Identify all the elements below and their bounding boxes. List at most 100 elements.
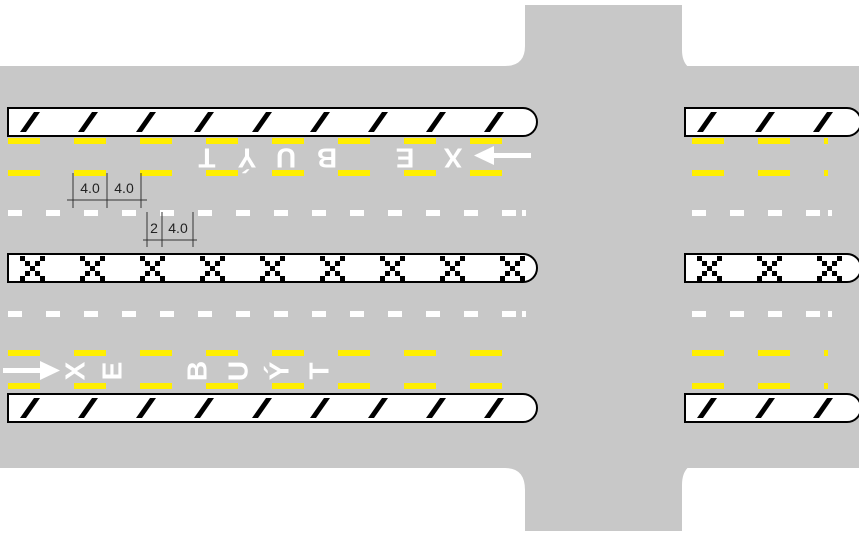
yellow-line-bottom-1-right — [692, 350, 828, 356]
lane-dash — [84, 311, 98, 317]
lane-dash — [206, 138, 238, 144]
lane-dash — [692, 170, 724, 176]
median-cross-mark — [85, 271, 90, 276]
median-cross-mark — [717, 256, 722, 261]
lane-dash — [140, 383, 172, 389]
lower-letter-b: B — [181, 361, 212, 381]
lane-dash — [198, 210, 212, 216]
upper-letter-y: Ý — [237, 143, 256, 174]
median-cross-mark — [380, 276, 385, 281]
lane-dash — [198, 311, 212, 317]
median-cross-mark — [827, 266, 832, 271]
median-hatch-mark — [368, 398, 388, 418]
dimension-label-dash-gap: 4.0 — [114, 180, 134, 196]
lane-dash — [758, 383, 790, 389]
median-cross-mark — [335, 271, 340, 276]
median-cross-mark — [837, 276, 842, 281]
median-cross-mark — [325, 261, 330, 266]
median-cross-mark — [510, 266, 515, 271]
median-strips — [7, 107, 859, 423]
median-cross-mark — [210, 266, 215, 271]
median-cross-mark — [220, 256, 225, 261]
median-cross-mark — [515, 271, 520, 276]
lane-dash — [824, 138, 828, 144]
median-cross-mark — [335, 261, 340, 266]
lane-dash — [768, 311, 782, 317]
median-cross-mark — [500, 276, 505, 281]
median-cross-mark — [325, 271, 330, 276]
median-cross-mark — [697, 276, 702, 281]
median-cross-mark — [80, 256, 85, 261]
median-cross-mark — [200, 256, 205, 261]
lane-dash — [692, 311, 706, 317]
median-cross-mark — [265, 261, 270, 266]
yellow-line-top-2-right — [692, 170, 828, 176]
lane-dash — [404, 383, 436, 389]
median-cross-mark — [757, 276, 762, 281]
median-bottom-left — [7, 393, 538, 423]
median-cross-mark — [380, 256, 385, 261]
lane-dash — [206, 170, 238, 176]
median-cross-mark — [85, 261, 90, 266]
median-hatch-mark — [426, 398, 446, 418]
lane-dash — [824, 383, 828, 389]
lane-dash — [692, 350, 724, 356]
yellow-line-bottom-2-right — [692, 383, 828, 389]
lower-letter-x: X — [59, 361, 90, 380]
lane-dash — [388, 210, 402, 216]
median-cross-mark — [40, 276, 45, 281]
median-cross-mark — [270, 266, 275, 271]
median-cross-mark — [340, 256, 345, 261]
lane-dash — [404, 350, 436, 356]
median-cross-mark — [95, 271, 100, 276]
median-cross-mark — [505, 261, 510, 266]
median-cross-mark — [215, 271, 220, 276]
lane-dash — [692, 383, 724, 389]
median-cross-mark — [460, 256, 465, 261]
median-cross-mark — [275, 261, 280, 266]
median-hatch-mark — [20, 398, 40, 418]
lane-dash — [730, 210, 744, 216]
lane-dash — [768, 210, 782, 216]
median-hatch-mark — [310, 112, 330, 132]
median-cross-mark — [712, 261, 717, 266]
lane-dash — [74, 383, 106, 389]
median-cross-mark — [395, 261, 400, 266]
lane-dash — [206, 383, 238, 389]
median-hatch-mark — [136, 112, 156, 132]
median-cross-mark — [837, 256, 842, 261]
median-cross-mark — [520, 276, 525, 281]
median-cross-mark — [95, 261, 100, 266]
upper-letter-u: U — [276, 143, 296, 174]
median-cross-mark — [777, 256, 782, 261]
lane-dash — [8, 383, 40, 389]
lane-markings — [8, 138, 832, 389]
median-cross-mark — [140, 256, 145, 261]
lane-dash — [470, 170, 502, 176]
median-cross-mark — [275, 271, 280, 276]
lane-dash — [272, 170, 304, 176]
median-cross-mark — [140, 276, 145, 281]
median-cross-mark — [697, 256, 702, 261]
lane-dash — [338, 383, 370, 389]
lane-dash — [338, 350, 370, 356]
median-cross-mark — [80, 276, 85, 281]
median-cross-mark — [445, 261, 450, 266]
lower-letter-e: E — [96, 362, 127, 381]
lower-letter-t: T — [303, 362, 334, 379]
median-cross-mark — [767, 266, 772, 271]
median-cross-mark — [450, 266, 455, 271]
lane-dash — [388, 311, 402, 317]
dimension-label-dash-length: 4.0 — [80, 180, 100, 196]
median-top-right — [684, 107, 859, 137]
median-cross-mark — [280, 256, 285, 261]
median-cross-mark — [777, 276, 782, 281]
median-cross-mark — [330, 266, 335, 271]
median-cross-mark — [400, 276, 405, 281]
dimension-label-white-dash: 2 — [150, 220, 158, 236]
median-cross-mark — [390, 266, 395, 271]
lane-dash — [502, 210, 516, 216]
median-cross-mark — [150, 266, 155, 271]
median-hatch-mark — [484, 398, 504, 418]
